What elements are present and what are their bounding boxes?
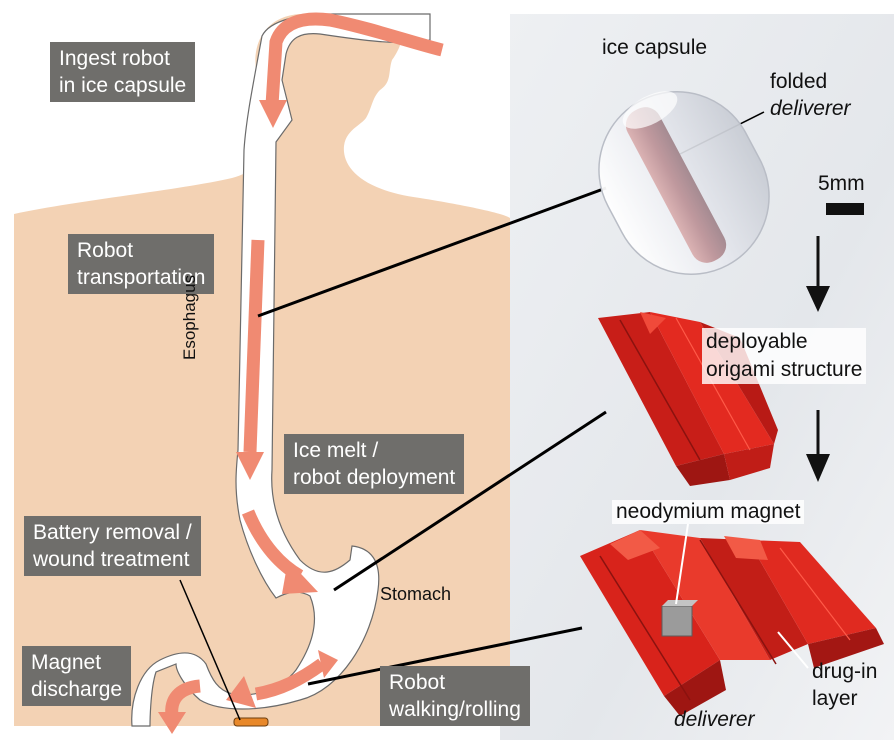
magnet-block	[662, 606, 692, 636]
step-ingest-label: Ingest robot in ice capsule	[50, 42, 195, 102]
drug-line-2: layer	[812, 685, 877, 712]
ice-capsule-label: ice capsule	[602, 36, 707, 60]
walking-line-1: Robot	[389, 669, 521, 696]
melt-line-2: robot deployment	[293, 464, 455, 491]
origami-line-1: deployable	[706, 328, 862, 356]
drug-line-1: drug-in	[812, 658, 877, 685]
battery-line-1: Battery removal /	[33, 519, 192, 546]
ingest-line-1: Ingest robot	[59, 45, 186, 72]
ingest-line-2: in ice capsule	[59, 72, 186, 99]
step-walking-label: Robot walking/rolling	[380, 666, 530, 726]
stomach-label: Stomach	[380, 584, 451, 605]
step-melt-label: Ice melt / robot deployment	[284, 434, 464, 494]
magnet-line-2: discharge	[31, 676, 122, 703]
scale-bar-label: 5mm	[818, 172, 865, 196]
esophagus-label: Esophagus	[180, 240, 200, 360]
magnet-line-1: Magnet	[31, 649, 122, 676]
battery-line-2: wound treatment	[33, 546, 192, 573]
drug-layer-label: drug-in layer	[812, 658, 877, 712]
melt-line-1: Ice melt /	[293, 437, 455, 464]
deliverer-label: deliverer	[674, 708, 755, 732]
neodymium-magnet-label: neodymium magnet	[612, 500, 804, 524]
origami-structure-label: deployable origami structure	[702, 328, 866, 384]
folded-line-2: deliverer	[770, 95, 851, 122]
folded-deliverer-label: folded deliverer	[770, 68, 851, 122]
step-battery-label: Battery removal / wound treatment	[24, 516, 201, 576]
step-magnet-label: Magnet discharge	[22, 646, 131, 706]
folded-line-1: folded	[770, 68, 851, 95]
scale-bar	[826, 203, 864, 215]
origami-line-2: origami structure	[706, 356, 862, 384]
walking-line-2: walking/rolling	[389, 696, 521, 723]
